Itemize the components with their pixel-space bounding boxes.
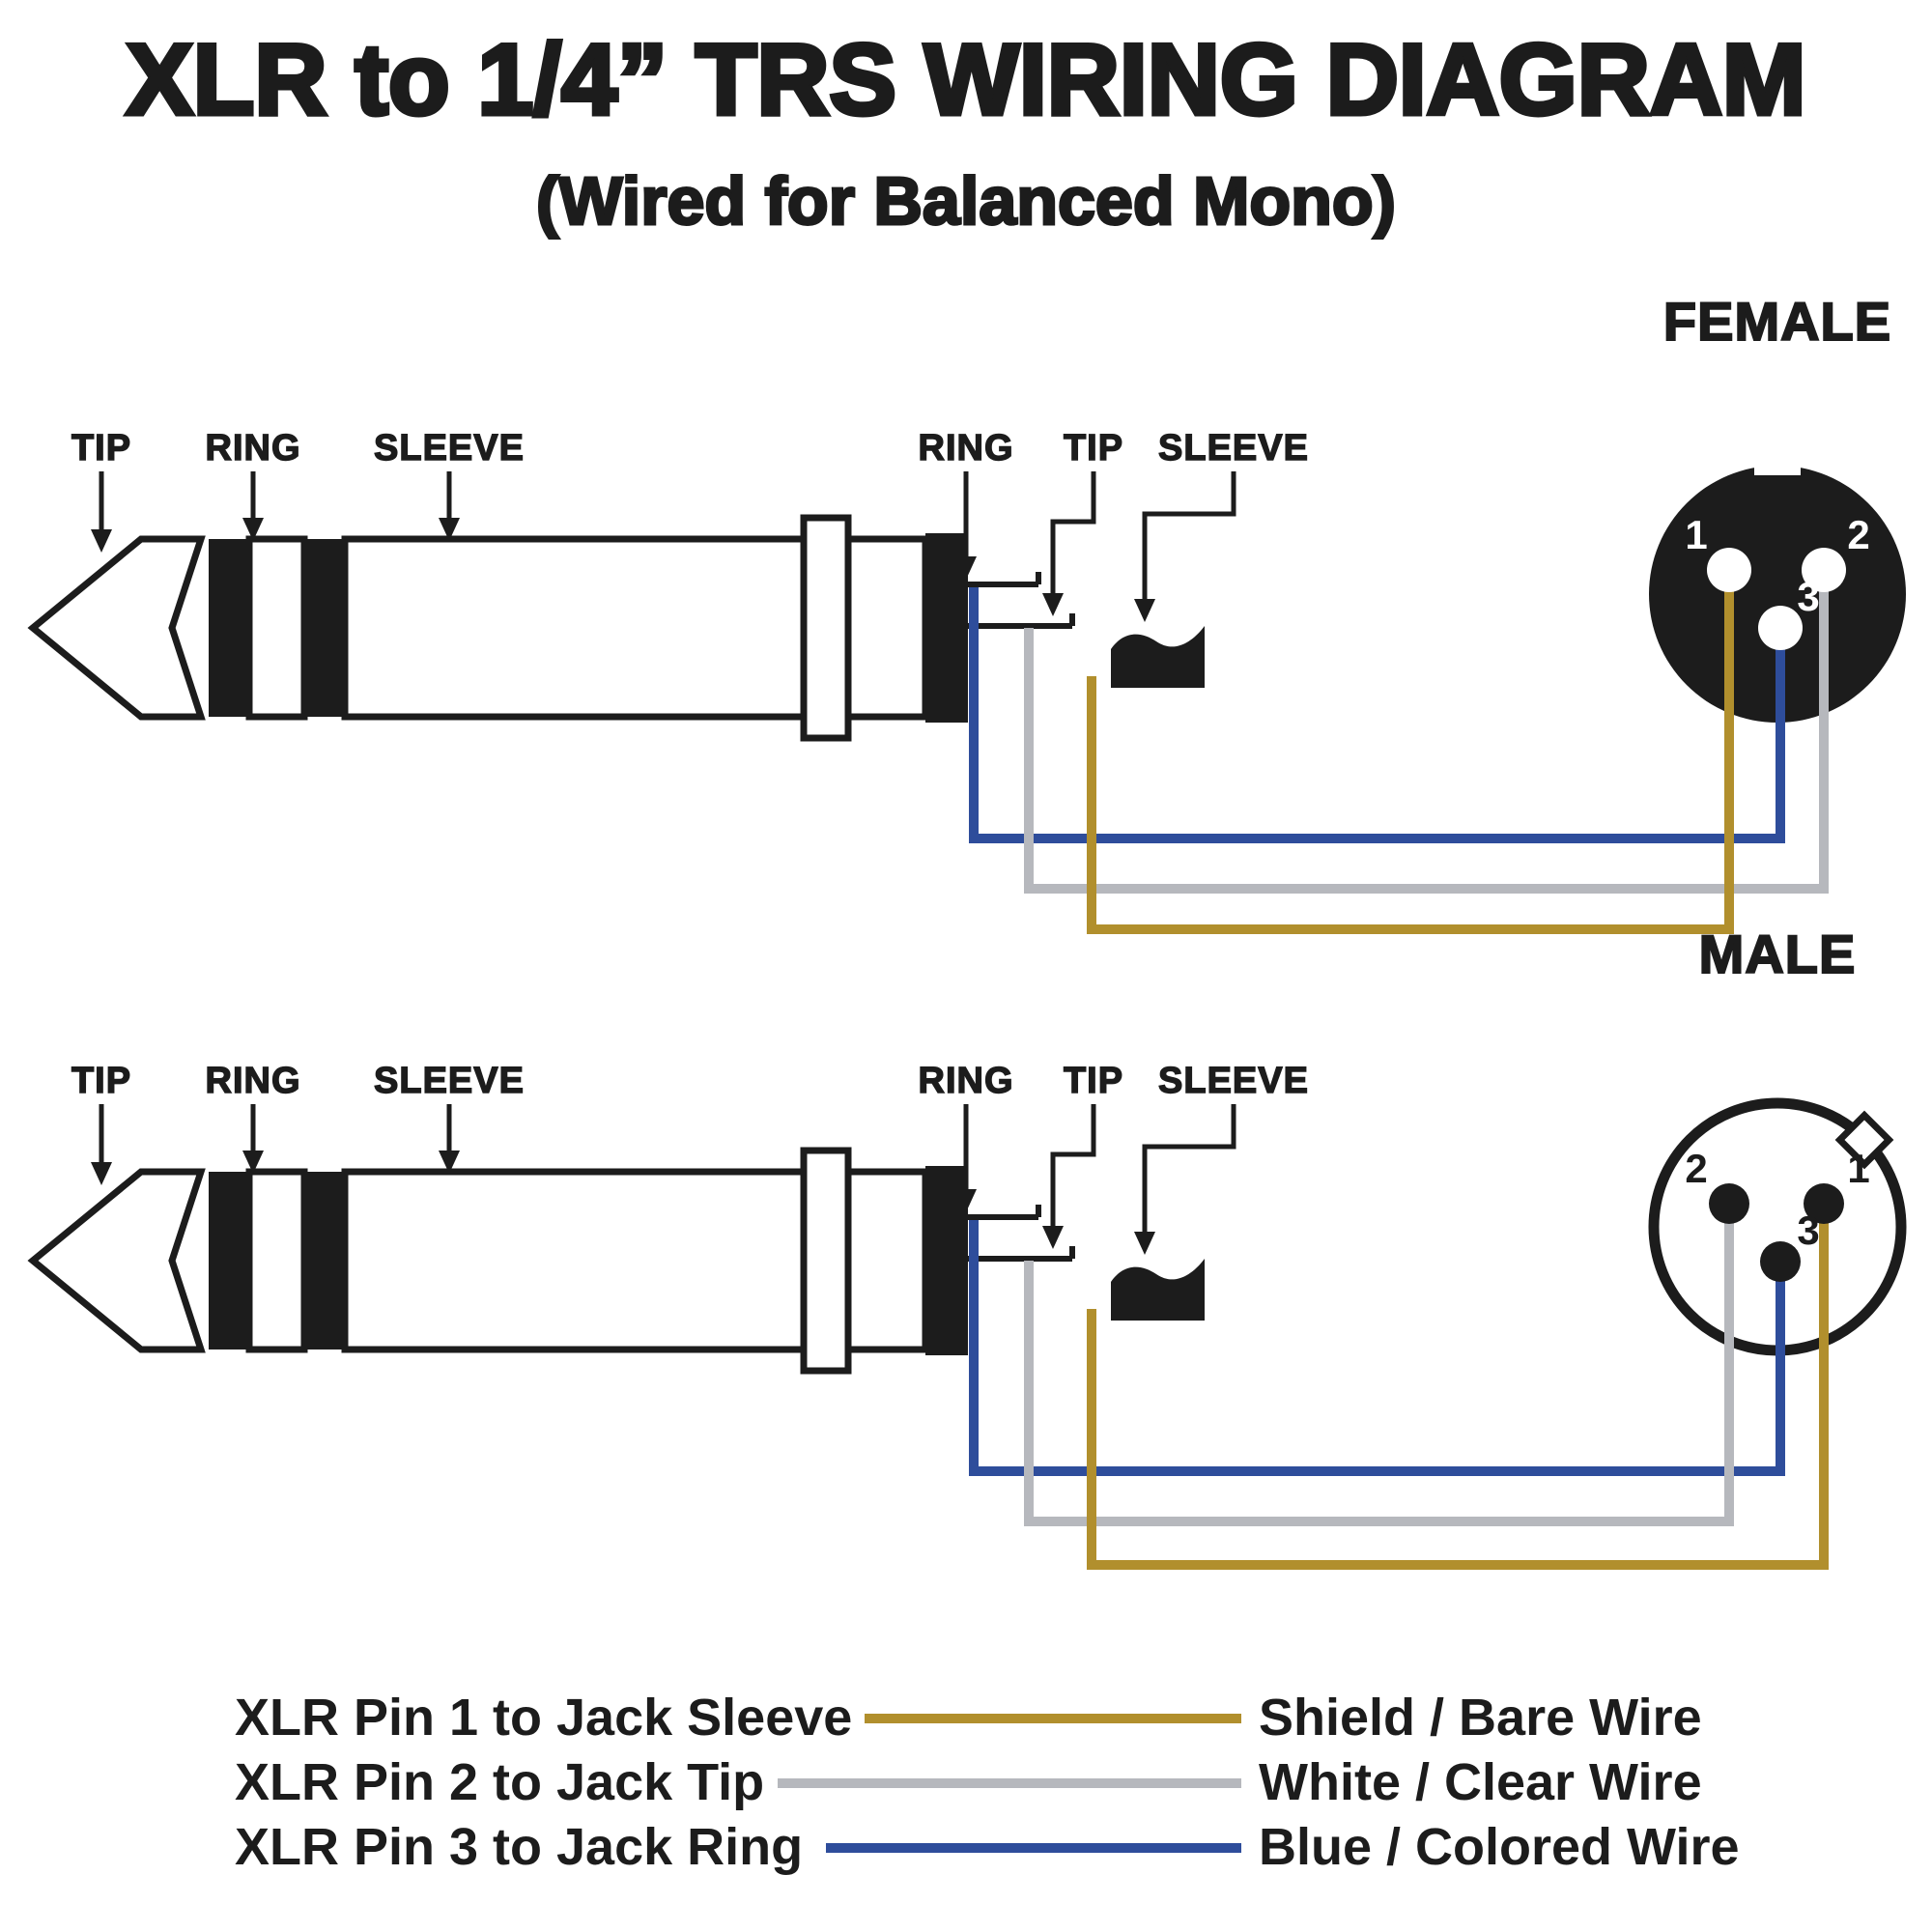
- bottom-shield-wire: [1087, 1213, 1829, 1570]
- top-blue-wire: [969, 587, 1785, 843]
- legend: XLR Pin 1 to Jack Sleeve Shield / Bare W…: [235, 1689, 1740, 1876]
- legend-wire-3: Blue / Colored Wire: [1259, 1818, 1740, 1876]
- xlr-female-keyway: [1754, 460, 1801, 475]
- top-tip-label: TIP: [71, 428, 131, 469]
- bottom-white-wire: [1024, 1213, 1734, 1526]
- bottom-sleeve-label: SLEEVE: [374, 1061, 525, 1101]
- bottom-blue-wire: [969, 1220, 1785, 1476]
- trs-plug-bottom: [33, 1104, 1234, 1371]
- bottom-diagram: TIP RING SLEEVE RING TIP SLEEVE MALE 2 1…: [33, 923, 1907, 1570]
- top-diagram: TIP RING SLEEVE RING TIP SLEEVE FEMALE 1…: [33, 290, 1906, 934]
- xlr-female-pin-2-label: 2: [1847, 512, 1869, 557]
- xlr-male-pin-1: [1804, 1183, 1844, 1224]
- legend-connection-2: XLR Pin 2 to Jack Tip: [235, 1753, 764, 1811]
- xlr-female-pin-1: [1707, 548, 1751, 592]
- legend-row-shield: XLR Pin 1 to Jack Sleeve Shield / Bare W…: [235, 1689, 1702, 1747]
- xlr-female-pin-2: [1802, 548, 1846, 592]
- top-terminal-tip-label: TIP: [1064, 428, 1123, 469]
- legend-wire-1: Shield / Bare Wire: [1259, 1689, 1702, 1747]
- bottom-terminal-ring-label: RING: [919, 1061, 1014, 1101]
- xlr-male-pin-2-label: 2: [1685, 1146, 1707, 1191]
- top-white-wire: [1024, 580, 1829, 894]
- legend-wire-2: White / Clear Wire: [1259, 1753, 1702, 1811]
- xlr-male: MALE 2 1 3: [969, 923, 1907, 1570]
- xlr-female-pin-1-label: 1: [1685, 512, 1707, 557]
- header: XLR to 1/4” TRS WIRING DIAGRAM (Wired fo…: [124, 22, 1808, 241]
- top-terminal-sleeve-label: SLEEVE: [1158, 428, 1309, 469]
- xlr-female-pin-3: [1758, 606, 1803, 650]
- xlr-male-title: MALE: [1699, 923, 1857, 984]
- xlr-male-pin-3-label: 3: [1797, 1208, 1819, 1253]
- page-title: XLR to 1/4” TRS WIRING DIAGRAM: [126, 24, 1805, 136]
- legend-row-white: XLR Pin 2 to Jack Tip White / Clear Wire: [235, 1753, 1702, 1811]
- xlr-female-disc: [1649, 466, 1906, 723]
- top-ring-label: RING: [206, 428, 301, 469]
- legend-connection-1: XLR Pin 1 to Jack Sleeve: [235, 1689, 852, 1747]
- xlr-male-pin-2: [1709, 1183, 1749, 1224]
- bottom-terminal-tip-label: TIP: [1064, 1061, 1123, 1101]
- top-shield-wire: [1087, 580, 1734, 934]
- xlr-female-pin-3-label: 3: [1797, 574, 1819, 619]
- bottom-terminal-sleeve-label: SLEEVE: [1158, 1061, 1309, 1101]
- xlr-female: FEMALE 1 2 3: [969, 290, 1906, 934]
- legend-connection-3: XLR Pin 3 to Jack Ring: [235, 1818, 803, 1876]
- bottom-tip-label: TIP: [71, 1061, 131, 1101]
- top-sleeve-label: SLEEVE: [374, 428, 525, 469]
- xlr-male-pin-1-label: 1: [1847, 1146, 1869, 1191]
- legend-row-blue: XLR Pin 3 to Jack Ring Blue / Colored Wi…: [235, 1818, 1740, 1876]
- top-terminal-ring-label: RING: [919, 428, 1014, 469]
- xlr-female-title: FEMALE: [1663, 291, 1891, 352]
- page-subtitle: (Wired for Balanced Mono): [536, 163, 1396, 239]
- bottom-ring-label: RING: [206, 1061, 301, 1101]
- trs-plug-top: [33, 471, 1234, 738]
- xlr-male-keyway: [1834, 1110, 1894, 1170]
- xlr-male-pin-3: [1760, 1241, 1801, 1282]
